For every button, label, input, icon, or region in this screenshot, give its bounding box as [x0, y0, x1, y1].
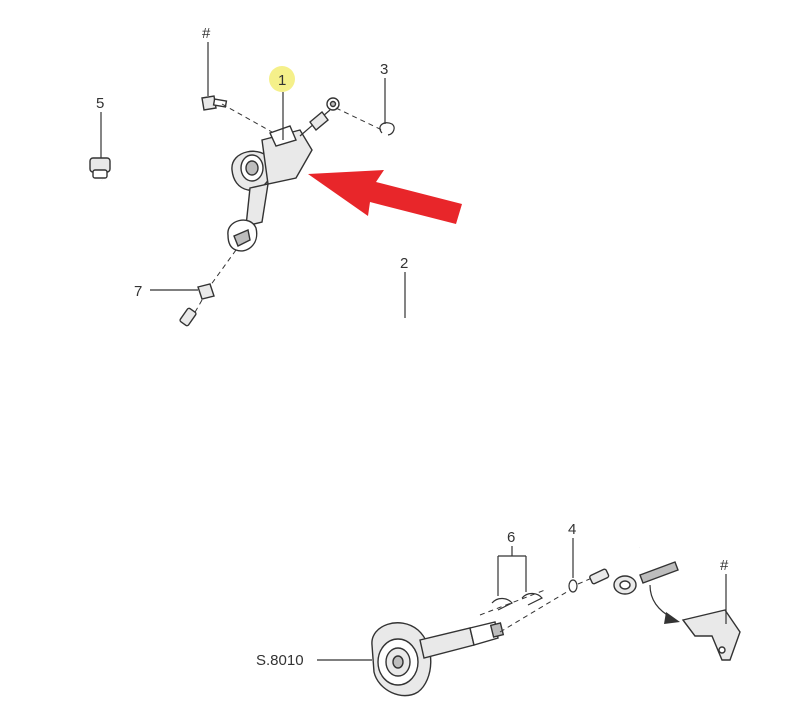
pipe-seal	[197, 283, 215, 300]
red-pointer-arrow-icon	[308, 170, 462, 224]
concentric-slave-cylinder	[371, 621, 505, 697]
assembly-guide-lines	[193, 103, 593, 633]
reservoir-hose	[89, 157, 254, 223]
callout-slave-cylinder: S.8010	[256, 652, 304, 669]
callout-1-highlight	[269, 66, 295, 92]
retaining-clip	[379, 122, 395, 136]
curved-arrow-icon	[649, 584, 680, 624]
hydraulic-pipe	[176, 307, 679, 595]
mounting-bolt	[201, 95, 228, 111]
callout-2: 2	[400, 255, 408, 272]
o-ring	[568, 579, 578, 593]
callout-6: 6	[507, 529, 515, 546]
callout-hash-top: #	[202, 25, 211, 42]
pipe-bracket	[681, 609, 741, 661]
callout-hash-bracket: #	[720, 557, 729, 574]
callout-3: 3	[380, 61, 388, 78]
leader-lines	[100, 42, 727, 661]
callout-7: 7	[134, 283, 142, 300]
callout-1: 1	[278, 72, 286, 89]
callout-4: 4	[568, 521, 576, 538]
callout-5: 5	[96, 95, 104, 112]
